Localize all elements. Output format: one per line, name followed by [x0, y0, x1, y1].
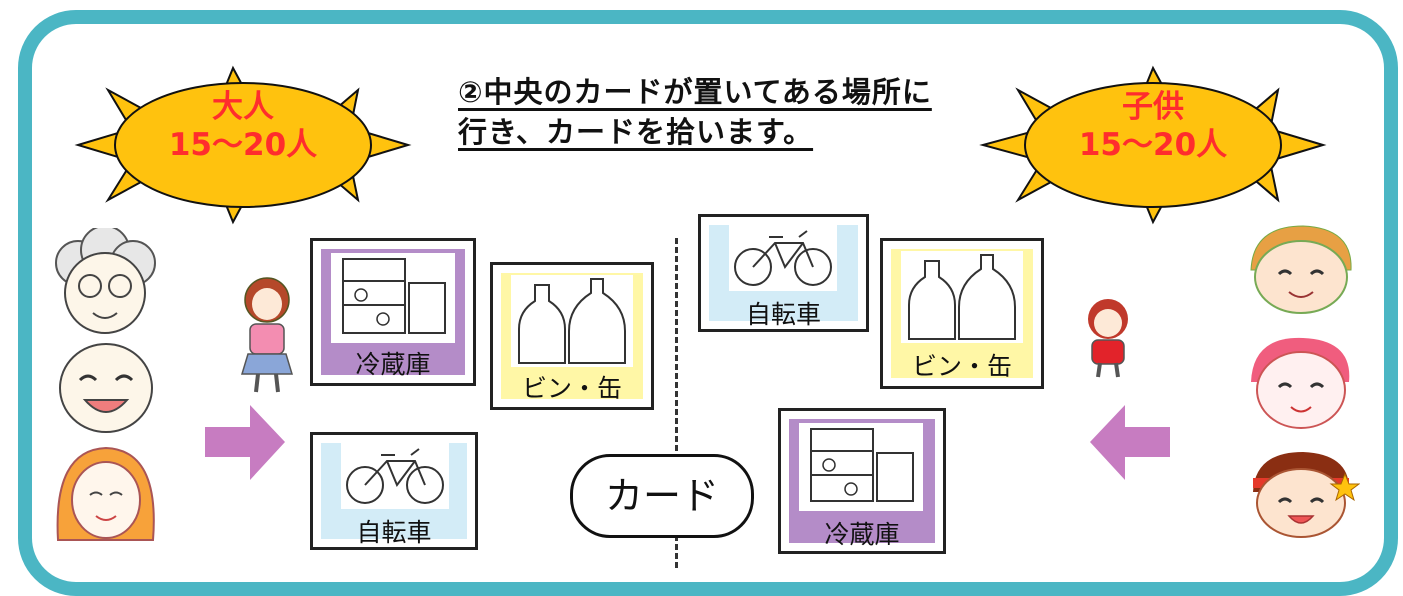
bottles-icon — [511, 275, 633, 367]
girl-figure — [232, 272, 302, 397]
fridge-icon — [331, 253, 455, 343]
girl-face — [1245, 332, 1357, 432]
children-label: 子供 — [1122, 89, 1184, 125]
bottles-icon — [901, 251, 1023, 343]
fridge-card-left: 冷蔵庫 — [310, 238, 476, 386]
bottles-card-left: ビン・缶 — [490, 262, 654, 410]
adults-label: 大人 — [212, 89, 274, 125]
bicycle-icon — [729, 225, 837, 291]
fridge-label: 冷蔵庫 — [355, 350, 431, 379]
girl-figure-small — [1072, 295, 1144, 380]
instruction-line-1: ②中央のカードが置いてある場所に — [458, 75, 932, 109]
bottles-label: ビン・缶 — [911, 352, 1012, 381]
instruction-text: ②中央のカードが置いてある場所に 行き、カードを拾います。 — [458, 72, 932, 152]
bottles-label: ビン・缶 — [521, 374, 622, 403]
center-card: カード — [570, 454, 754, 538]
bicycle-card-right: 自転車 — [698, 214, 869, 332]
bottles-card-right: ビン・缶 — [880, 238, 1044, 389]
left-arrow — [1090, 405, 1170, 480]
adults-sun-badge: 大人 15～20人 — [68, 60, 418, 230]
fridge-icon — [799, 423, 923, 511]
child-face — [1245, 448, 1360, 540]
instruction-line-2: 行き、カードを拾います。 — [458, 115, 814, 149]
right-arrow — [205, 405, 285, 480]
center-divider — [675, 238, 678, 568]
bicycle-card-left: 自転車 — [310, 432, 478, 550]
bicycle-label: 自転車 — [745, 300, 821, 329]
grandmother-face — [48, 228, 163, 338]
bicycle-icon — [341, 443, 449, 509]
fridge-card-right: 冷蔵庫 — [778, 408, 946, 554]
sun-icon — [979, 65, 1327, 225]
children-sun-badge: 子供 15～20人 — [978, 60, 1328, 230]
sun-icon — [74, 65, 412, 225]
mother-face — [48, 440, 163, 552]
fridge-label: 冷蔵庫 — [824, 520, 900, 549]
boy-face — [1245, 222, 1357, 317]
grandfather-face — [50, 340, 162, 435]
bicycle-label: 自転車 — [356, 518, 432, 547]
adults-count: 15～20人 — [168, 127, 318, 163]
center-card-label: カード — [604, 474, 719, 518]
children-count: 15～20人 — [1078, 127, 1228, 163]
